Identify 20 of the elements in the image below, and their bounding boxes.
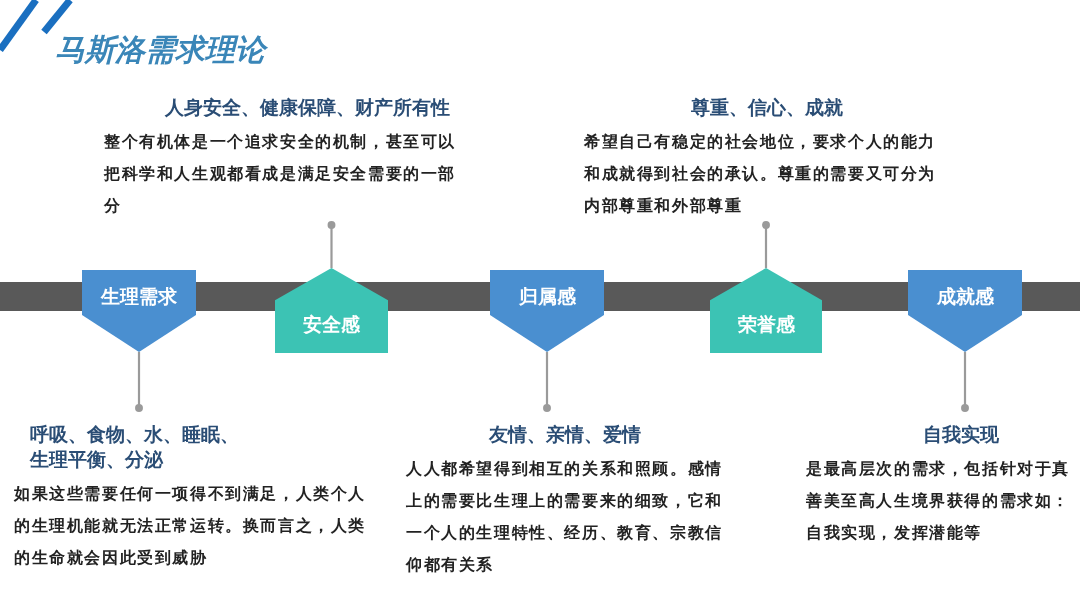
leader-line [543, 352, 551, 412]
heading-text: 友情、亲情、爱情 [488, 422, 642, 447]
description-text: 如果这些需要任何一项得不到满足，人类个人的生理机能就无法正常运转。换而言之，人类的生命就会因此受到威胁 [14, 483, 366, 569]
leader-line [762, 221, 770, 268]
description-text: 是最高层次的需求，包括针对于真善美至高人生境界获得的需求如：自我实现，发挥潜能等 [806, 458, 1070, 544]
description-text: 整个有机体是一个追求安全的机制，甚至可以把科学和人生观都看成是满足安全需要的一部分 [104, 131, 457, 217]
heading-text: 自我实现 [922, 422, 1000, 447]
pentagon-marker: 荣誉感 [710, 268, 822, 353]
pentagon-marker: 归属感 [490, 270, 604, 352]
pentagon-marker: 生理需求 [82, 270, 196, 352]
description-text: 人人都希望得到相互的关系和照顾。感情上的需要比生理上的需要来的细致，它和一个人的生理特性、经历、教育、宗教信仰都有关系 [406, 458, 724, 576]
leader-line [135, 352, 143, 412]
pentagon-marker: 成就感 [908, 270, 1022, 352]
leader-line [327, 221, 336, 268]
heading-text: 尊重、信心、成就 [690, 95, 844, 120]
description-text: 希望自己有稳定的社会地位，要求个人的能力和成就得到社会的承认。尊重的需要又可分为内部尊重和外部尊重 [584, 131, 937, 217]
heading-text: 呼吸、食物、水、睡眠、生理平衡、分泌 [30, 422, 240, 472]
leader-line [961, 352, 969, 412]
heading-text: 人身安全、健康保障、财产所有性 [164, 95, 450, 120]
pentagon-marker: 安全感 [275, 268, 388, 353]
